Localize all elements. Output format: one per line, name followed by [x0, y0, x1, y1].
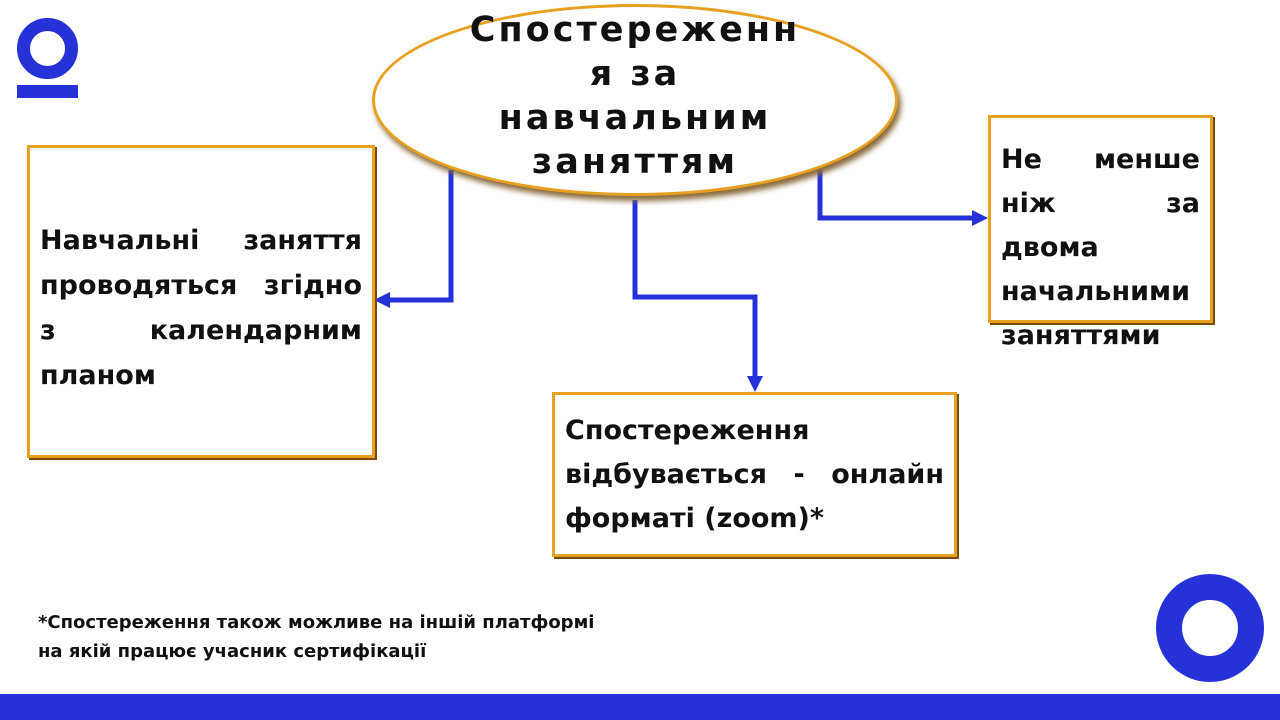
center-node-text: Спостереженн я за навчальним заняттям [469, 10, 801, 182]
arrow-to-right-node [817, 170, 974, 221]
right-node: Не менше ніж за двома начальними заняття… [988, 115, 1213, 351]
logo-bar-icon [17, 85, 78, 98]
footnote: *Спостереження також можливе на іншій пл… [38, 608, 594, 666]
bottom-bar [0, 694, 1280, 720]
bottom-node: Спостереження відбувається - онлайн форм… [552, 392, 957, 557]
footnote-line-2: на якій працює учасник сертифікації [38, 641, 427, 662]
center-node: Спостереженн я за навчальним заняттям [372, 4, 898, 196]
bottom-node-text: Спостереження відбувається - онлайн форм… [565, 415, 944, 534]
left-node: Навчальні заняття проводяться згідно з к… [27, 145, 375, 458]
left-node-text: Навчальні заняття проводяться згідно з к… [40, 225, 362, 391]
arrow-to-left-node [388, 170, 454, 303]
right-node-text: Не менше ніж за двома начальними заняття… [1001, 144, 1200, 351]
arrow-to-bottom-node [632, 200, 758, 378]
ring-decoration-icon [1156, 574, 1264, 682]
footnote-line-1: *Спостереження також можливе на іншій пл… [38, 612, 595, 633]
